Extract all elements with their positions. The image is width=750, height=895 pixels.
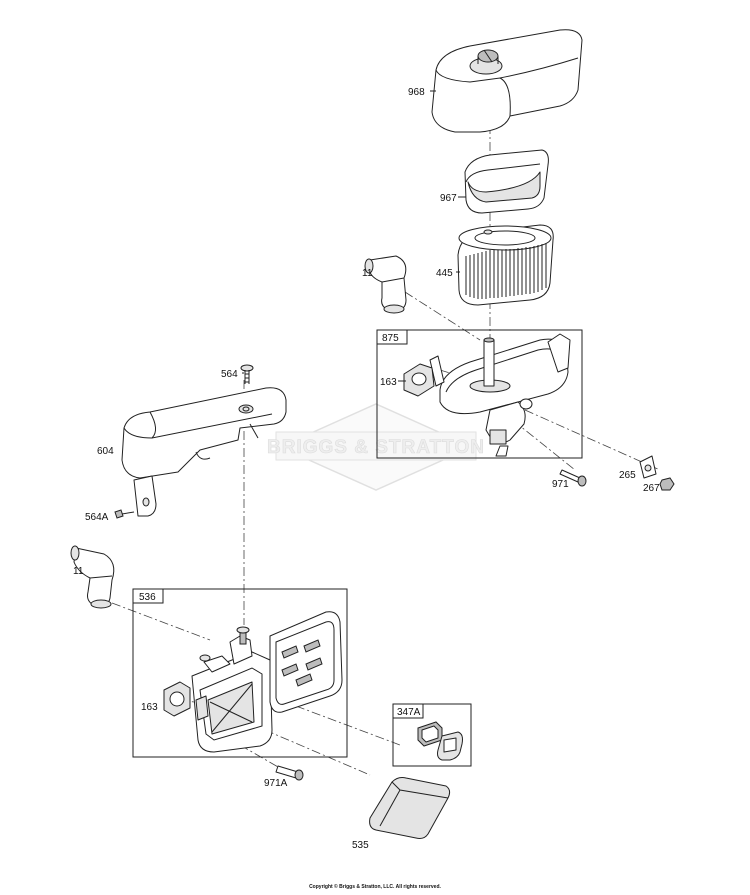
- label-445: 445: [436, 268, 453, 279]
- part-445-air-filter: [457, 224, 554, 306]
- label-564A: 564A: [85, 512, 109, 523]
- label-968: 968: [408, 87, 425, 98]
- assembly-tag-347A: [392, 703, 424, 719]
- label-11-bottom: 11: [73, 566, 84, 577]
- label-536: 536: [139, 592, 156, 603]
- label-971: 971: [552, 479, 569, 490]
- part-347A-kit: [417, 721, 463, 761]
- assembly-box-347A: [392, 703, 472, 767]
- part-535-foam: [369, 777, 451, 839]
- label-971A: 971A: [264, 778, 288, 789]
- label-604: 604: [97, 446, 114, 457]
- part-11-bottom-elbow: [70, 545, 115, 609]
- label-163-top: 163: [380, 377, 397, 388]
- watermark-text: BRIGGS & STRATTON: [267, 437, 485, 458]
- part-875-base: [429, 333, 571, 457]
- label-347A: 347A: [397, 707, 421, 718]
- part-968-cover: [431, 29, 583, 133]
- label-leaders: [242, 90, 466, 382]
- part-11-top-elbow: [364, 255, 407, 314]
- label-564: 564: [221, 369, 238, 380]
- part-labels: 968 967 445 11 875 163 564 604 971 265 2…: [73, 87, 660, 851]
- part-267-nut: [659, 477, 675, 491]
- part-265-clip: [639, 455, 657, 479]
- part-163-bottom-gasket: [163, 681, 191, 717]
- label-163-bottom: 163: [141, 702, 158, 713]
- label-967: 967: [440, 193, 457, 204]
- part-564-screw: [240, 364, 254, 384]
- part-536-base: [191, 626, 273, 753]
- assembly-box-875: [376, 329, 583, 459]
- part-604-cover: [121, 387, 287, 517]
- part-163-top-gasket: [403, 363, 435, 397]
- label-267: 267: [643, 483, 660, 494]
- part-536-door: [269, 611, 343, 713]
- assembly-box-536: [132, 588, 348, 758]
- label-265: 265: [619, 470, 636, 481]
- label-11-top: 11: [362, 268, 373, 279]
- part-971-screw: [559, 469, 587, 487]
- label-875: 875: [382, 333, 399, 344]
- brand-watermark: BRIGGS & STRATTON: [267, 403, 485, 491]
- part-971A-screw: [275, 765, 304, 781]
- assembly-tag-875: [376, 329, 408, 345]
- assembly-tag-536: [132, 588, 164, 604]
- label-535: 535: [352, 840, 369, 851]
- copyright-notice: Copyright © Briggs & Stratton, LLC. All …: [309, 884, 441, 890]
- part-967-pre-cleaner: [464, 149, 549, 214]
- part-564A-screw: [114, 509, 135, 519]
